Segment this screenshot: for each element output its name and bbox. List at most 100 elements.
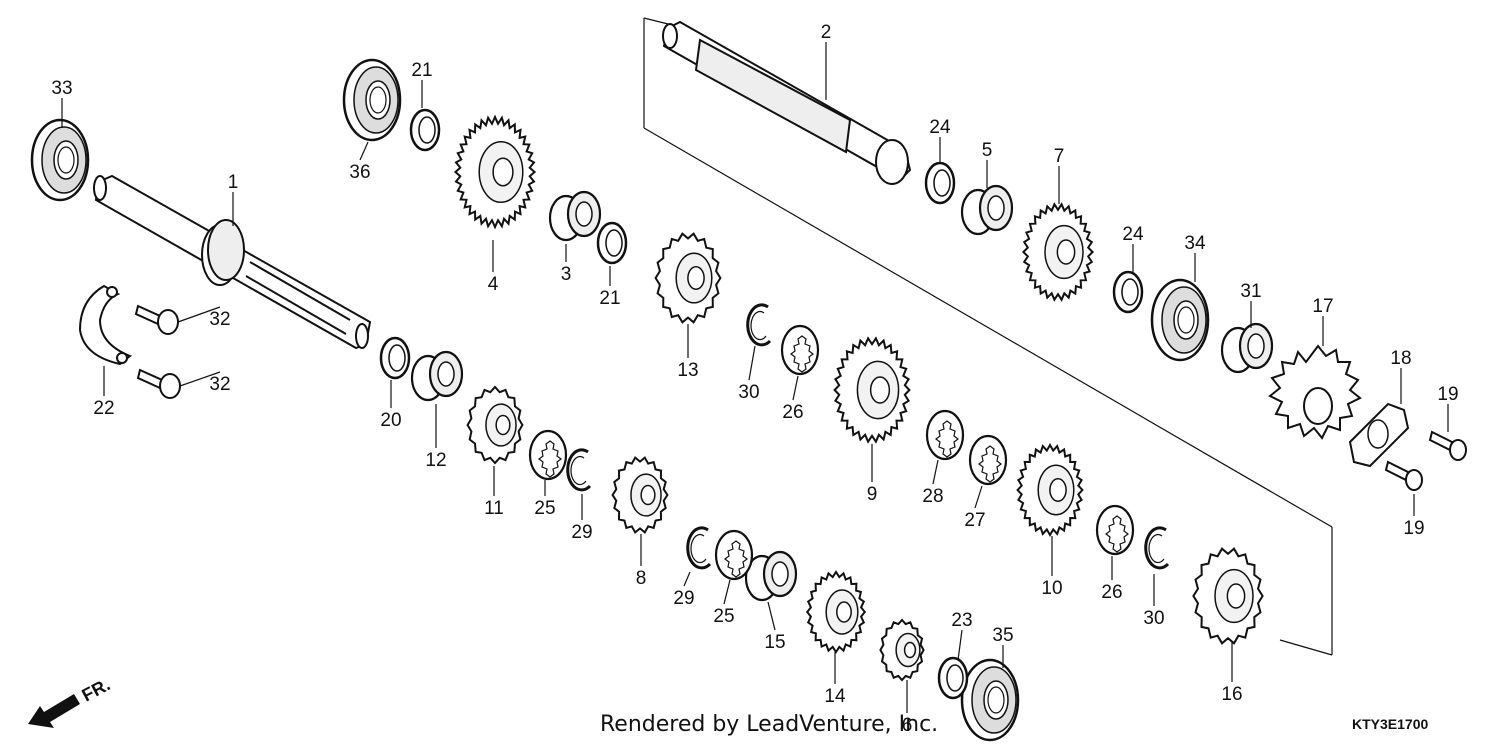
part-number-label: 10 xyxy=(1041,578,1062,599)
part-number-label: 32 xyxy=(209,309,230,330)
bushing-15 xyxy=(744,550,798,602)
stopper-plate-22 xyxy=(78,284,132,366)
part-number-label: 1 xyxy=(228,172,239,193)
gear-14 xyxy=(805,570,867,654)
arrow-down-left-icon xyxy=(28,694,80,728)
gear-16 xyxy=(1192,547,1264,645)
part-number-label: 3 xyxy=(561,264,572,285)
washer-21-upper xyxy=(409,108,441,152)
bearing-36 xyxy=(342,58,402,142)
gear-13 xyxy=(654,232,722,324)
part-number-label: 13 xyxy=(677,360,698,381)
bearing-34 xyxy=(1150,278,1210,362)
spline-washer-26-lower xyxy=(1095,504,1135,556)
washer-20 xyxy=(379,336,411,380)
spline-washer-26-upper xyxy=(780,324,820,376)
gear-11 xyxy=(466,385,524,465)
bushing-5 xyxy=(960,184,1014,236)
bushing-12 xyxy=(410,350,464,402)
part-number-label: 5 xyxy=(982,140,993,161)
circlip-29-upper xyxy=(566,448,592,492)
leader-line-p30a xyxy=(748,345,756,381)
countershaft-outline xyxy=(643,17,1333,656)
part-number-label: 29 xyxy=(673,588,694,609)
circlip-30-lower xyxy=(1144,526,1170,570)
gear-4 xyxy=(453,114,537,230)
part-number-label: 26 xyxy=(1101,582,1122,603)
part-number-label: 8 xyxy=(636,568,647,589)
washer-24-lower xyxy=(1112,270,1144,314)
spline-washer-25-lower xyxy=(714,529,754,581)
part-number-label: 21 xyxy=(599,288,620,309)
part-number-label: 24 xyxy=(929,117,951,138)
bolt-19-upper xyxy=(1428,430,1467,461)
circlip-30-upper xyxy=(746,303,772,347)
part-number-label: 22 xyxy=(93,398,114,419)
drive-sprocket-17 xyxy=(1268,344,1362,440)
leader-line-p15 xyxy=(767,601,776,631)
part-number-label: 12 xyxy=(425,450,446,471)
gear-8 xyxy=(611,456,669,534)
part-number-label: 25 xyxy=(534,498,555,519)
part-number-label: 26 xyxy=(782,402,803,423)
part-number-label: 32 xyxy=(209,374,230,395)
part-number-label: 19 xyxy=(1403,518,1424,539)
gear-9 xyxy=(833,336,911,444)
part-number-label: 35 xyxy=(992,625,1013,646)
part-number-label: 30 xyxy=(1143,608,1164,629)
part-number-label: 33 xyxy=(51,78,72,99)
leader-line-p29b xyxy=(683,571,691,587)
part-number-label: 4 xyxy=(488,274,499,295)
part-number-label: 21 xyxy=(411,60,432,81)
gear-10 xyxy=(1016,442,1084,538)
part-number-label: 20 xyxy=(380,410,401,431)
front-label: FR. xyxy=(78,674,113,705)
circlip-29-lower xyxy=(686,526,712,570)
footer-credit: Rendered by LeadVenture, Inc. xyxy=(600,712,939,737)
countershaft xyxy=(662,20,912,185)
gear-7 xyxy=(1021,202,1095,302)
part-number-label: 31 xyxy=(1240,281,1261,302)
diagram-code: KTY3E1700 xyxy=(1352,716,1429,732)
part-number-label: 34 xyxy=(1184,233,1206,254)
part-number-label: 24 xyxy=(1122,224,1144,245)
leader-line-p23 xyxy=(957,629,963,661)
part-number-label: 19 xyxy=(1437,384,1458,405)
part-number-label: 36 xyxy=(349,162,370,183)
gear-6 xyxy=(879,618,925,682)
leader-line-p32a xyxy=(177,306,221,323)
washer-23 xyxy=(937,656,969,700)
leader-line-p36 xyxy=(359,141,369,161)
part-number-label: 27 xyxy=(964,510,985,531)
mainshaft xyxy=(93,174,372,350)
bolt-32-lower xyxy=(136,368,181,399)
part-number-label: 25 xyxy=(713,606,734,627)
spline-washer-28 xyxy=(925,409,965,461)
gears xyxy=(453,114,1264,682)
bushing-3 xyxy=(548,190,602,242)
part-number-label: 9 xyxy=(867,484,878,505)
leader-line-p27 xyxy=(974,485,983,509)
part-number-label: 18 xyxy=(1390,348,1411,369)
part-number-label: 6 xyxy=(902,715,913,736)
oil-seal-31 xyxy=(1220,322,1274,374)
leader-line-p28 xyxy=(932,459,939,485)
part-number-label: 30 xyxy=(738,382,759,403)
bolt-19-lower xyxy=(1384,460,1423,491)
part-number-label: 17 xyxy=(1312,296,1333,317)
leader-line-p25b xyxy=(723,579,731,605)
part-number-label: 28 xyxy=(922,486,943,507)
bearing-33 xyxy=(30,118,90,202)
part-number-label: 29 xyxy=(571,522,592,543)
washer-24-upper xyxy=(924,161,956,205)
spline-washer-27 xyxy=(968,434,1008,486)
part-number-label: 14 xyxy=(824,686,846,707)
leader-line-p26a xyxy=(792,375,799,401)
part-number-label: 23 xyxy=(951,610,972,631)
washer-21-lower xyxy=(596,221,628,265)
front-direction-indicator: FR. xyxy=(28,674,113,728)
part-number-label: 11 xyxy=(484,498,504,519)
part-number-label: 15 xyxy=(764,632,785,653)
